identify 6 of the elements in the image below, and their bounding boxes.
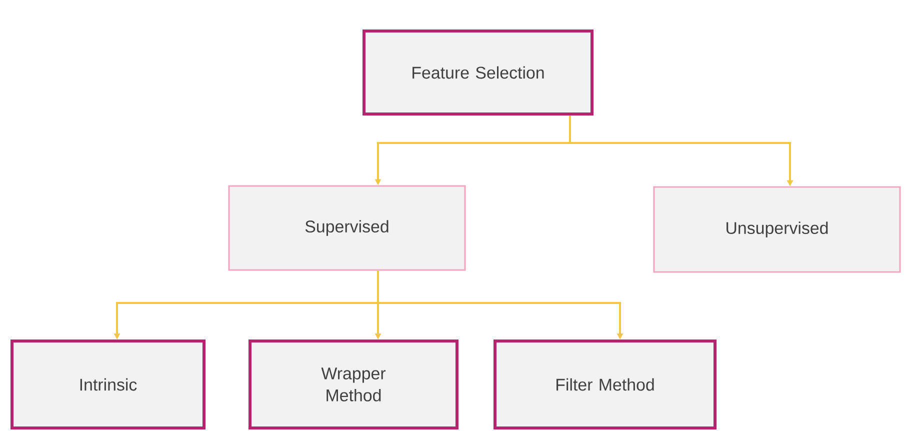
process-box: Wrapper Method <box>248 340 458 430</box>
process-box: Supervised <box>228 185 466 271</box>
process-box: Unsupervised <box>653 186 901 273</box>
process-box: Feature Selection <box>362 30 594 116</box>
process-box: Filter Method <box>494 340 716 430</box>
process-box: Intrinsic <box>10 340 206 430</box>
